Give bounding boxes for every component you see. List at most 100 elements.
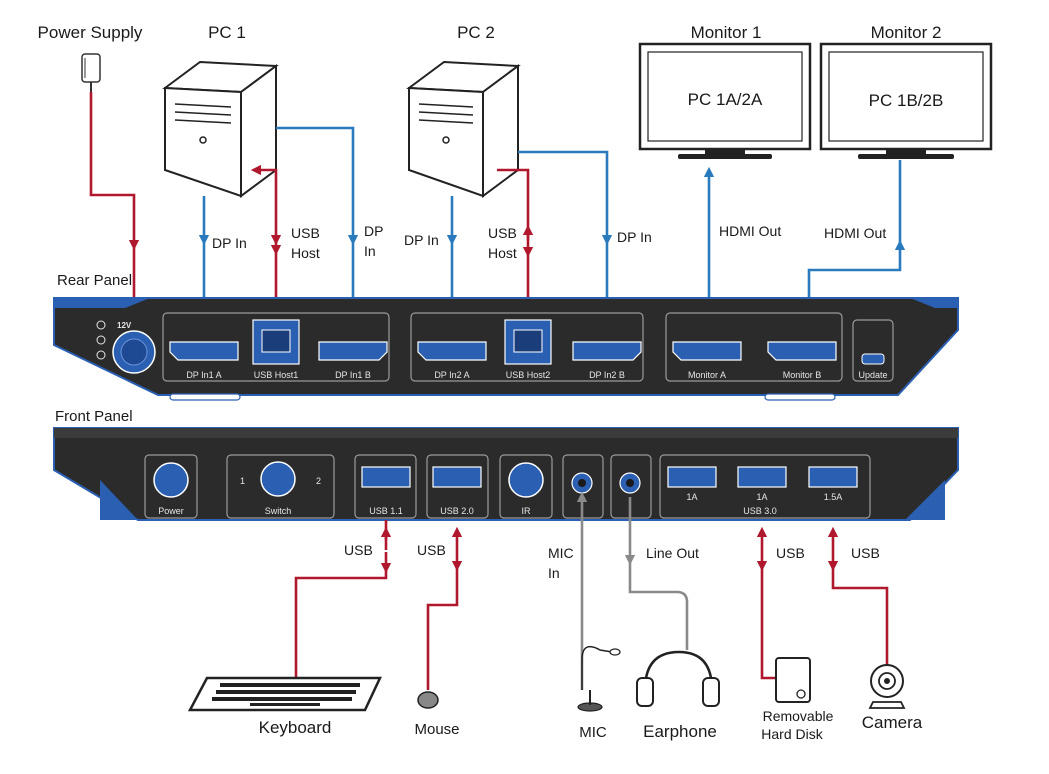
mic-in-label-a: MIC <box>548 545 574 561</box>
usb30-group <box>659 454 871 519</box>
dp-in1-a-port[interactable] <box>169 341 239 361</box>
monitor-b-label: Monitor B <box>783 370 822 380</box>
front-panel-label: Front Panel <box>55 408 133 425</box>
usb30-port-3[interactable] <box>808 466 858 488</box>
keyboard-label: Keyboard <box>259 718 332 737</box>
monitor1-icon <box>638 42 812 159</box>
usb-cam-label: USB <box>851 545 880 561</box>
in-label-1b: In <box>364 243 376 259</box>
hdmi-out-label-1: HDMI Out <box>719 223 781 239</box>
polarity-icon <box>96 320 106 360</box>
pc1-usb-cable <box>250 164 282 246</box>
microphone-icon <box>577 645 621 712</box>
monitor1-screen-text: PC 1A/2A <box>688 90 763 109</box>
dp-in2-b-port[interactable] <box>572 341 642 361</box>
hard-disk-label: Hard Disk <box>761 726 823 742</box>
switch-label: Switch <box>265 506 292 516</box>
monitor-b-port[interactable] <box>767 341 837 361</box>
dp-in2-a-label: DP In2 A <box>434 370 469 380</box>
mouse-label: Mouse <box>414 721 459 738</box>
usb-label-2: USB <box>488 225 517 241</box>
monitor-a-port[interactable] <box>672 341 742 361</box>
dp-in-label-1: DP In <box>212 235 247 251</box>
usb-label-1: USB <box>291 225 320 241</box>
dp-in1-b-port[interactable] <box>318 341 388 361</box>
power-cable <box>89 92 140 251</box>
dp-in-label-2b: DP In <box>617 229 652 245</box>
usb-host2-label: USB Host2 <box>506 370 551 380</box>
dp-in2-b-label: DP In2 B <box>589 370 625 380</box>
monitor-a-label: Monitor A <box>688 370 726 380</box>
switch-button[interactable] <box>260 461 296 497</box>
usb-host1-port[interactable] <box>252 319 300 365</box>
hard-disk-cable <box>760 566 778 680</box>
usb11-label: USB 1.1 <box>369 506 403 516</box>
monitor2-label: Monitor 2 <box>871 23 942 42</box>
mouse-icon <box>417 691 439 709</box>
pc2-tower-icon <box>406 60 521 198</box>
pc2-dp-b-cable <box>518 150 613 246</box>
monitor2-icon <box>819 42 993 159</box>
dp-in1-b-label: DP In1 B <box>335 370 371 380</box>
power-12v-label: 12V <box>117 321 132 330</box>
usb-hd-label: USB <box>776 545 805 561</box>
switch-1-label: 1 <box>240 476 245 486</box>
pc2-label: PC 2 <box>457 23 495 42</box>
pc1-port-group <box>162 312 390 382</box>
usb30-1a-label-2: 1A <box>756 492 767 502</box>
line-out-label: Line Out <box>646 545 699 561</box>
removable-label: Removable <box>763 708 834 724</box>
switch-group <box>226 454 335 519</box>
usb11-port[interactable] <box>361 466 411 488</box>
ir-group <box>499 454 553 519</box>
monitor2-screen-text: PC 1B/2B <box>869 91 944 110</box>
power-jack[interactable] <box>112 330 156 374</box>
dp-in2-a-port[interactable] <box>417 341 487 361</box>
pc1-dp-b-cable <box>276 126 359 246</box>
update-label: Update <box>858 370 887 380</box>
update-port-group <box>852 319 894 382</box>
dp-in-label-2: DP In <box>404 232 439 248</box>
usb11-group <box>354 454 417 519</box>
mouse-cable <box>426 566 459 690</box>
line-out-cable <box>628 560 689 650</box>
pc2-usb-cable <box>497 168 530 240</box>
dp-in1-a-label: DP In1 A <box>186 370 221 380</box>
ir-sensor <box>508 462 544 498</box>
line-out-jack-hole <box>626 479 634 487</box>
power-adapter-icon <box>81 53 101 92</box>
dp-label-1b: DP <box>364 223 383 239</box>
mic-jack-hole <box>578 479 586 487</box>
usb30-15a-label: 1.5A <box>824 492 843 502</box>
usb-host2-port[interactable] <box>504 319 552 365</box>
webcam-icon <box>868 664 906 709</box>
usb30-label: USB 3.0 <box>743 506 777 516</box>
usb-host1-label: USB Host1 <box>254 370 299 380</box>
pc2-port-group <box>410 312 644 382</box>
update-port[interactable] <box>861 353 885 365</box>
keyboard-cable <box>294 568 388 680</box>
host-label-2: Host <box>488 245 517 261</box>
camera-cable <box>831 566 889 665</box>
power-button-group <box>144 454 198 519</box>
keyboard-icon <box>187 676 382 712</box>
hdmi-out-label-2: HDMI Out <box>824 225 886 241</box>
usb30-port-2[interactable] <box>737 466 787 488</box>
usb20-port[interactable] <box>432 466 482 488</box>
monitor-port-group <box>665 312 843 382</box>
usb20-label: USB 2.0 <box>440 506 474 516</box>
usb30-port-1[interactable] <box>667 466 717 488</box>
usb30-1a-label: 1A <box>686 492 697 502</box>
power-label: Power <box>158 506 184 516</box>
ir-label: IR <box>522 506 532 516</box>
pc1-tower-icon <box>162 60 279 198</box>
mic-label: MIC <box>579 724 607 741</box>
pc1-label: PC 1 <box>208 23 246 42</box>
front-panel <box>53 427 959 521</box>
power-button[interactable] <box>153 462 189 498</box>
usb20-group <box>426 454 489 519</box>
hard-disk-icon <box>775 657 811 703</box>
camera-label: Camera <box>862 713 923 732</box>
switch-2-label: 2 <box>316 476 321 486</box>
